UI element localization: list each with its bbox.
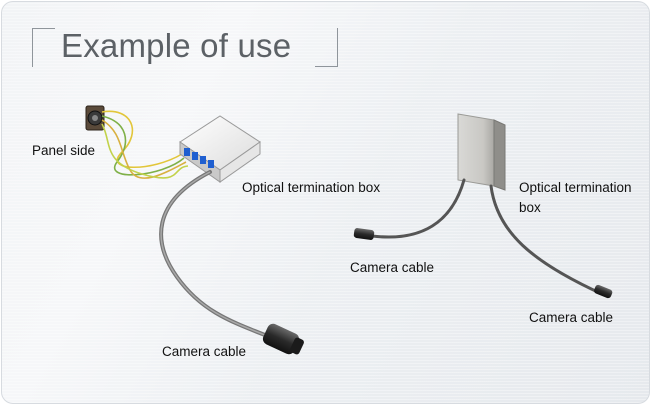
camera-cable-right-connector: [594, 284, 613, 299]
camera-cable-right-line: [489, 184, 604, 296]
panel-side-connector: [85, 105, 105, 131]
camera-cable-left-connector: [262, 323, 304, 355]
camera-cable-mid-connector: [353, 228, 375, 240]
title-frame: Example of use: [32, 27, 338, 68]
label-panel-side: Panel side: [32, 143, 96, 158]
optical-termination-box-left: [179, 115, 261, 183]
optical-termination-box-right: [457, 113, 506, 191]
label-optical-box-left: Optical termination box: [242, 180, 381, 195]
camera-cable-mid-line: [370, 178, 466, 239]
label-camera-cable-mid: Camera cable: [350, 260, 435, 275]
label-optical-box-right: Optical termination box: [519, 180, 632, 215]
fiber-wires: [101, 110, 189, 179]
title-bracket-left: [32, 28, 55, 67]
label-camera-cable-right: Camera cable: [529, 310, 614, 325]
title-bracket-right: [315, 28, 338, 67]
page-title: Example of use: [61, 27, 292, 64]
label-camera-cable-left: Camera cable: [162, 344, 247, 359]
